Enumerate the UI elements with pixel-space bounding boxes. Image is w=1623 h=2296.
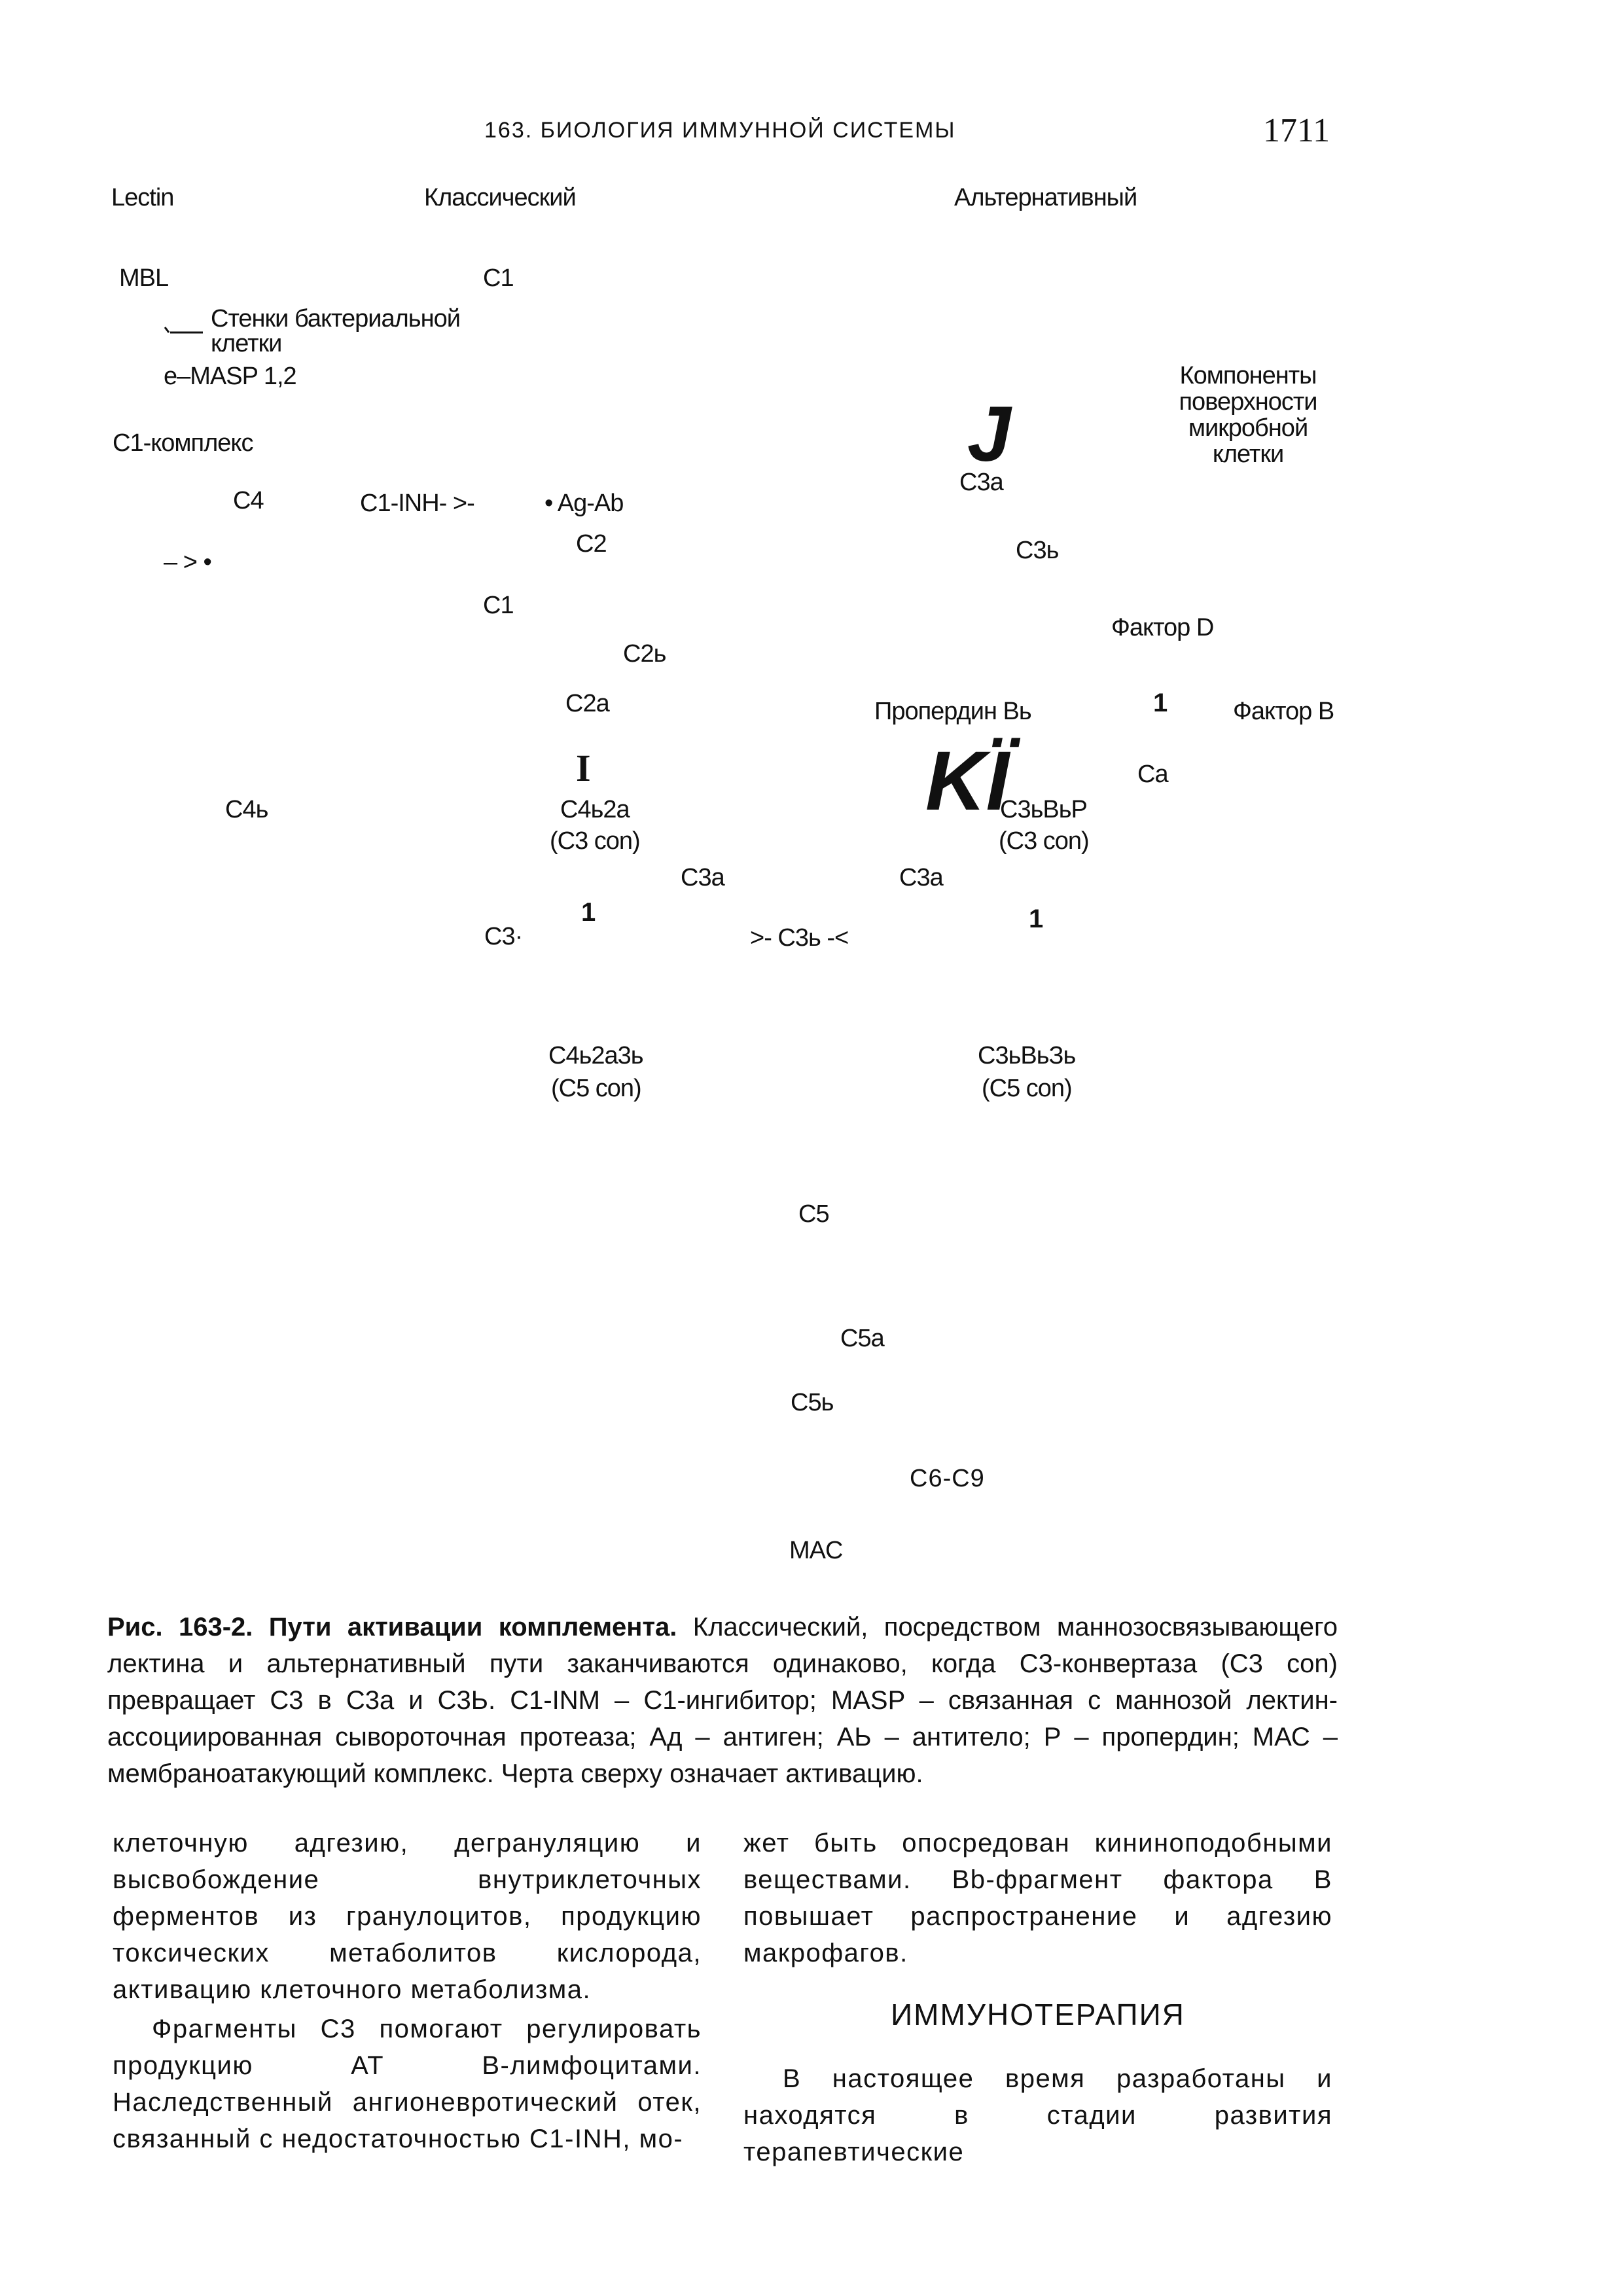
figure-caption: Рис. 163-2. Пути активации комплемента. … — [107, 1609, 1338, 1792]
right-paragraph-1: жет быть опосредован кининоподобными вещ… — [743, 1829, 1332, 1967]
label-mbl: MBL — [119, 264, 169, 292]
label-c5b: C5ь — [791, 1389, 834, 1416]
microbe-line-3: микробной — [1188, 414, 1308, 442]
right-paragraph-2: В настоящее время разработаны и находятс… — [743, 2064, 1332, 2166]
label-bact-wall-1: Стенки бактериальной — [211, 305, 461, 332]
label-num1-a: 1 — [1153, 689, 1168, 717]
label-c4b: C4ь — [225, 796, 268, 823]
label-c3bbb3b: C3ьBьЗь — [978, 1042, 1076, 1069]
label-c3b-center: >- C3ь -< — [750, 924, 849, 952]
figure-label: Рис. 163-2. Пути активации комплемента. — [107, 1613, 677, 1641]
label-alternative: Альтернативный — [954, 184, 1137, 211]
label-c2: C2 — [576, 530, 607, 558]
label-factor-d: Фактор D — [1111, 614, 1214, 641]
label-c2b: C2ь — [623, 640, 666, 668]
glyph-ki: KÏ — [925, 734, 1009, 828]
label-properdin-bb: Пропердин Bь — [874, 698, 1032, 725]
section-title: ИММУНОТЕРАПИЯ — [891, 1998, 1185, 2032]
glyph-j: J — [967, 390, 1011, 478]
body-column-right: жет быть опосредован кининоподобными вещ… — [743, 1825, 1332, 2170]
label-c1inh: C1-INH- >- — [360, 490, 475, 517]
label-c3-dot: C3· — [484, 923, 523, 950]
label-c4b2a: C4ь2a — [560, 796, 630, 823]
label-c4b2a3b: C4ь2a3ь — [548, 1042, 644, 1069]
label-bact-wall-2: клетки — [211, 330, 282, 357]
label-c3a-right: C3a — [899, 864, 944, 891]
label-num1-b: 1 — [581, 898, 596, 927]
label-c5: C5 — [798, 1200, 830, 1228]
label-c3a-left: C3a — [681, 864, 725, 891]
label-c5con-right: (C5 con) — [982, 1075, 1073, 1102]
label-ag-ab: • Ag-Ab — [544, 490, 624, 517]
label-c1-mid: C1 — [483, 592, 514, 619]
label-classical: Классический — [424, 184, 577, 211]
label-ca: Ca — [1137, 761, 1169, 788]
label-c5con-left: (C5 con) — [551, 1075, 642, 1102]
left-paragraph-2: Фрагменты С3 помогают регулировать проду… — [113, 2015, 702, 2153]
label-c3bbbp: C3ьBьP — [1000, 796, 1088, 823]
figure-caption-text: Классический, посредством маннозосвязыва… — [107, 1613, 1338, 1788]
label-microbe-components: Компоненты поверхности микробной клетки — [1153, 363, 1343, 468]
label-c2a: C2a — [565, 690, 610, 717]
label-c4: C4 — [233, 487, 264, 514]
label-factor-b: Фактор B — [1233, 698, 1334, 725]
label-c1-top: C1 — [483, 264, 514, 292]
label-lectin: Lectin — [111, 184, 174, 211]
label-c3con-right: (C3 con) — [999, 827, 1090, 855]
microbe-line-4: клетки — [1212, 440, 1284, 468]
running-title: 163. БИОЛОГИЯ ИММУННОЙ СИСТЕМЫ — [484, 118, 956, 143]
body-column-left: клеточную адгезию, дегрануляцию и высвоб… — [113, 1825, 702, 2157]
bact-wall-tick — [164, 327, 170, 333]
label-small-arrow: – > • — [164, 548, 212, 576]
page-number: 1711 — [1263, 112, 1330, 149]
label-mac: MAC — [789, 1537, 843, 1564]
microbe-line-2: поверхности — [1179, 387, 1317, 416]
label-c1-complex: C1-комплекс — [113, 429, 253, 457]
label-c6-c9: C6-C9 — [910, 1465, 985, 1492]
microbe-line-1: Компоненты — [1179, 362, 1317, 389]
diagram-lines — [164, 327, 203, 334]
label-masp: e–MASP 1,2 — [164, 363, 297, 390]
label-c3b-top: C3ь — [1016, 537, 1059, 564]
label-c5a: C5a — [840, 1325, 885, 1352]
glyph-serif-i: I — [576, 747, 591, 789]
left-paragraph-1: клеточную адгезию, дегрануляцию и высвоб… — [113, 1829, 702, 2004]
label-c3a-top: C3a — [959, 469, 1004, 496]
label-c3con-left: (C3 con) — [550, 827, 641, 855]
label-num1-c: 1 — [1029, 905, 1044, 933]
